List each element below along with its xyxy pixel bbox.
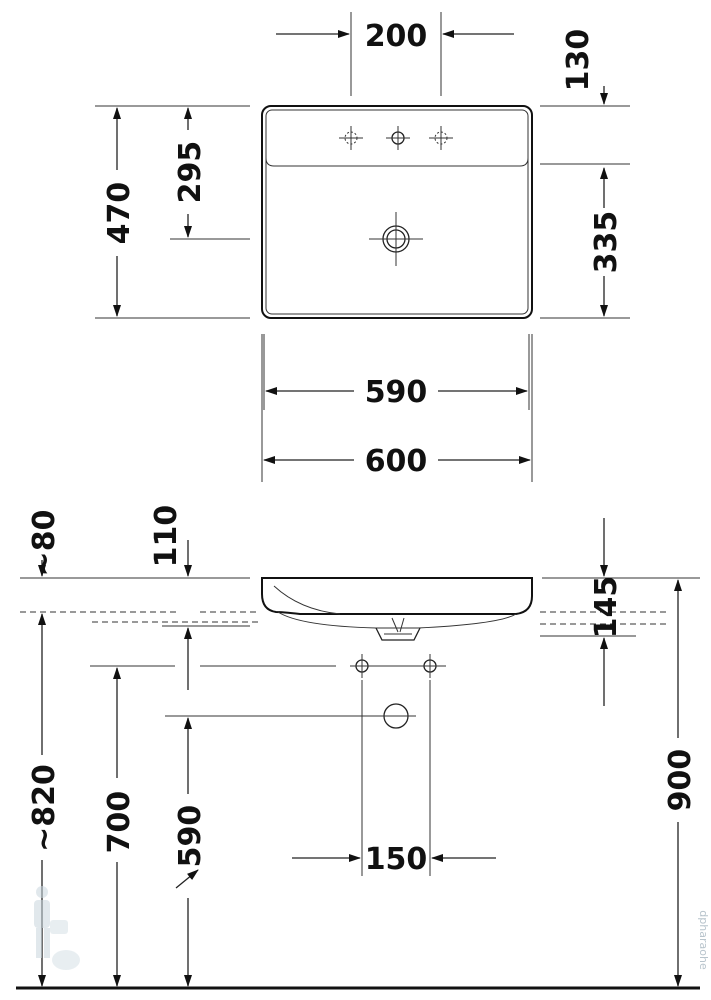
dim-tap-hole-offset: 130 <box>561 29 596 92</box>
dim-supply-height: 700 <box>102 791 137 854</box>
plumber-logo-icon <box>34 886 80 970</box>
dim-overall-width: 600 <box>365 444 428 479</box>
dim-overall-depth: 470 <box>102 182 137 245</box>
dim-waste-height: 590 <box>173 805 208 868</box>
dim-basin-depth: 110 <box>149 505 184 568</box>
tap-hole-center-icon <box>386 126 410 150</box>
dim-drain-offset: 295 <box>173 141 208 204</box>
drain-body-side <box>375 627 421 641</box>
dim-tap-hole-spacing: 200 <box>365 19 428 54</box>
basin-inner-top <box>265 109 529 315</box>
dim-inner-width: 590 <box>365 375 428 410</box>
supply-hole-left-icon <box>350 654 374 678</box>
dim-wall-gap: ~80 <box>27 510 62 577</box>
basin-outline-side <box>261 577 533 615</box>
top-view: 200 130 335 470 295 590 600 <box>95 12 630 482</box>
tap-hole-left-icon <box>339 126 363 150</box>
watermark-text: dpharaohe <box>697 910 710 970</box>
side-view: 110 ~80 145 ~820 700 590 150 900 <box>16 505 700 990</box>
dim-drain-to-front: 335 <box>589 211 624 274</box>
dim-mount-height: 900 <box>663 749 698 812</box>
dim-floor-to-top: ~820 <box>27 764 62 852</box>
supply-hole-right-icon <box>418 654 446 678</box>
basin-outline-top <box>261 105 533 319</box>
drain-icon <box>369 212 423 266</box>
dim-basin-height: 145 <box>589 576 624 639</box>
dim-supply-spacing: 150 <box>365 842 428 877</box>
tap-hole-right-icon <box>429 126 453 150</box>
waste-outlet-icon <box>376 703 416 729</box>
